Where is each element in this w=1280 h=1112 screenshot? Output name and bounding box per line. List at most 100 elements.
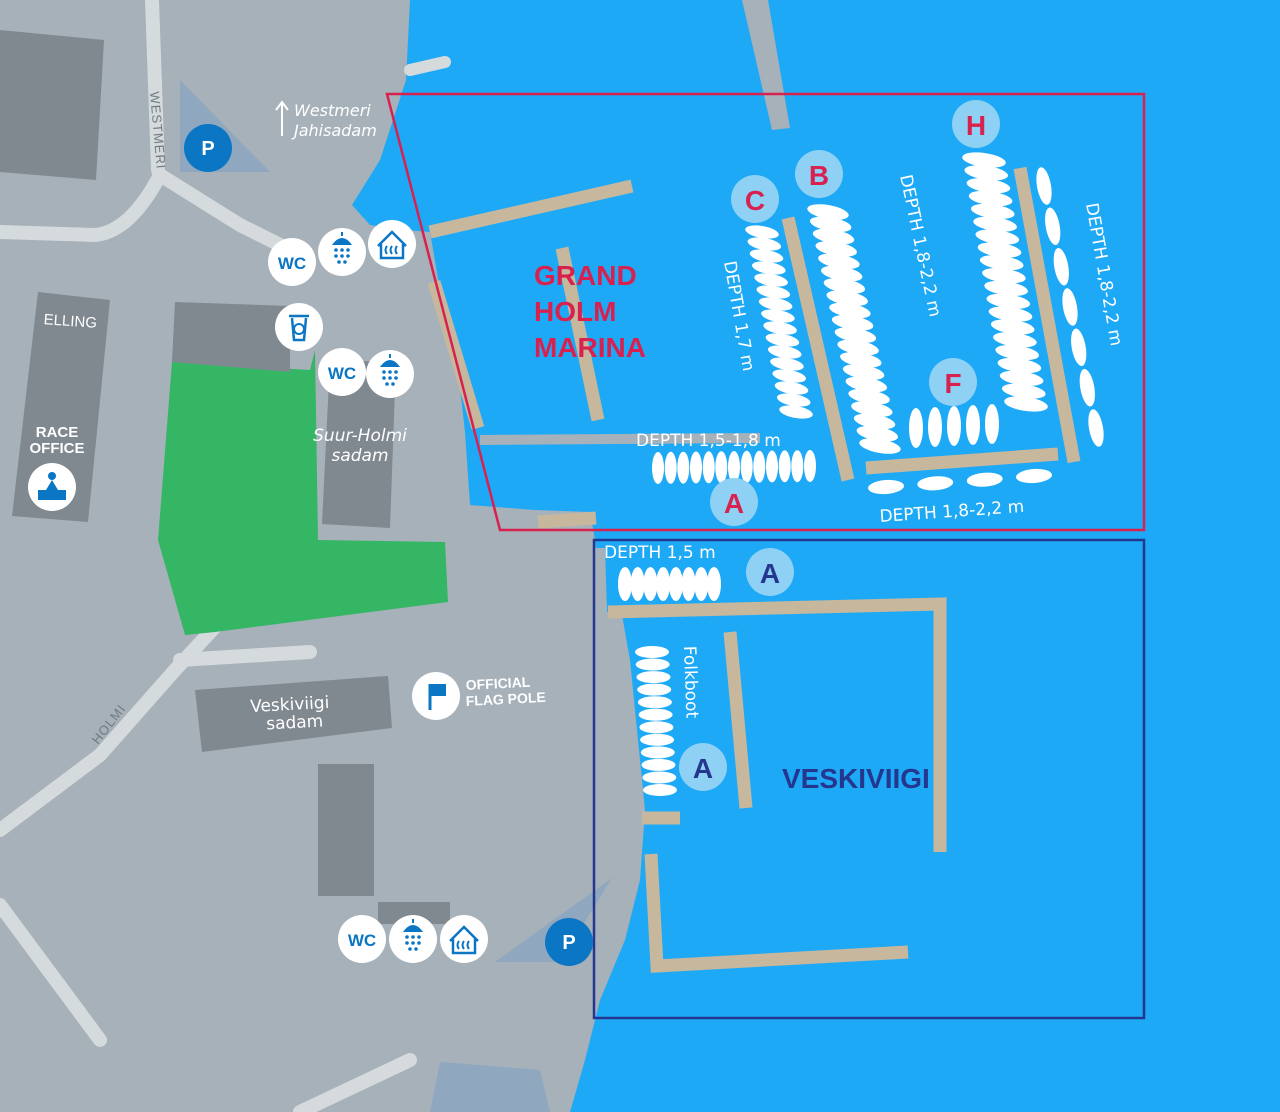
place-label-westmeri-2: Jahisadam <box>291 121 377 140</box>
boat <box>848 388 890 405</box>
piers <box>427 166 1081 973</box>
boat <box>970 203 1015 219</box>
sauna-icon[interactable] <box>368 220 416 268</box>
boat <box>947 406 961 446</box>
parking-marker-north[interactable]: P <box>184 124 232 172</box>
boat <box>752 261 786 275</box>
boat <box>763 321 797 335</box>
boat <box>999 370 1044 386</box>
land-north-pier <box>742 0 790 130</box>
berth-badge-a-veskiviigi-folkboot[interactable]: A <box>679 743 727 791</box>
boat <box>776 393 811 407</box>
boat <box>988 306 1033 322</box>
shower-icon[interactable] <box>366 350 414 398</box>
buildings <box>0 30 450 924</box>
boat <box>761 309 795 323</box>
boat <box>639 721 674 734</box>
boat <box>812 228 855 245</box>
boat <box>845 376 888 393</box>
place-label-suur-holmi-2: sadam <box>331 446 388 466</box>
green-park <box>158 350 448 635</box>
boat <box>984 280 1028 296</box>
boat <box>770 357 804 371</box>
race-office-icon[interactable] <box>28 463 76 511</box>
berth-badge-h[interactable]: H <box>952 100 1000 148</box>
depth-label-a-top: DEPTH 1,5-1,8 m <box>636 431 781 451</box>
berth-badge-c[interactable]: C <box>731 175 779 223</box>
boat <box>1071 328 1087 367</box>
boat <box>758 297 793 311</box>
boat <box>664 451 677 484</box>
recycling-bin-icon[interactable] <box>275 303 323 351</box>
boat <box>772 369 806 383</box>
boat <box>638 708 673 721</box>
parking-marker-south[interactable]: P <box>545 918 593 966</box>
boat <box>774 381 809 395</box>
boat <box>747 237 782 251</box>
boat <box>643 784 677 796</box>
facility-wc-south[interactable]: WC <box>338 915 386 963</box>
boat <box>749 249 784 263</box>
boat <box>917 476 954 491</box>
shower-icon[interactable] <box>389 915 437 963</box>
boat <box>791 450 804 483</box>
berth-letter: A <box>724 488 744 519</box>
berth-badge-a-veskiviigi-top[interactable]: A <box>746 548 794 596</box>
boat <box>977 242 1022 258</box>
boat <box>826 290 868 306</box>
boat <box>966 178 1011 194</box>
boat <box>681 567 696 601</box>
facility-wc-suur-holmi[interactable]: WC <box>318 348 366 396</box>
flag-pole-icon[interactable] <box>412 672 460 720</box>
boat <box>818 253 860 270</box>
boat <box>745 225 779 239</box>
shower-icon[interactable] <box>318 228 366 276</box>
flag-label-1: OFFICIAL <box>465 674 531 693</box>
north-arrow-icon <box>275 100 289 136</box>
boat <box>765 333 800 347</box>
folkboot-label: Folkboot <box>679 645 702 718</box>
facility-wc-north[interactable]: WC <box>268 238 316 286</box>
boat <box>618 567 632 601</box>
boat <box>635 658 670 671</box>
berth-badge-f[interactable]: F <box>929 358 977 406</box>
boat <box>753 450 766 483</box>
wc-icon: WC <box>348 931 376 950</box>
depth-label-a-lower: DEPTH 1,5 m <box>604 543 716 563</box>
boat <box>986 293 1031 309</box>
berth-badge-a-grand-holm[interactable]: A <box>710 478 758 526</box>
berth-letter: F <box>944 368 961 399</box>
berth-letter: C <box>745 185 765 216</box>
boat <box>990 319 1035 335</box>
boat <box>778 450 791 483</box>
boat <box>640 733 675 746</box>
boat <box>1045 207 1061 246</box>
boat <box>677 451 690 484</box>
boat <box>702 451 715 484</box>
boat <box>1088 409 1104 447</box>
boat <box>966 405 980 445</box>
boat <box>840 352 882 368</box>
boat <box>641 758 676 771</box>
boat <box>997 357 1042 374</box>
boat <box>973 216 1017 232</box>
boat <box>809 216 852 233</box>
boat <box>740 450 753 483</box>
boat <box>868 479 904 495</box>
sauna-icon[interactable] <box>440 915 488 963</box>
boat <box>1079 368 1095 407</box>
boat <box>993 332 1037 348</box>
boat <box>779 405 813 419</box>
building-label-veskiviigi-1: Veskiviigi <box>250 693 330 717</box>
boat <box>715 451 728 484</box>
boat <box>851 401 893 417</box>
building-label-veskiviigi-2: sadam <box>266 712 324 735</box>
wc-icon: WC <box>328 364 356 383</box>
veskiviigi-boundary <box>592 538 1146 1020</box>
boat <box>707 567 721 601</box>
boat <box>831 315 874 331</box>
berth-badge-b[interactable]: B <box>795 150 843 198</box>
boat <box>995 345 1040 361</box>
boat <box>756 285 791 299</box>
